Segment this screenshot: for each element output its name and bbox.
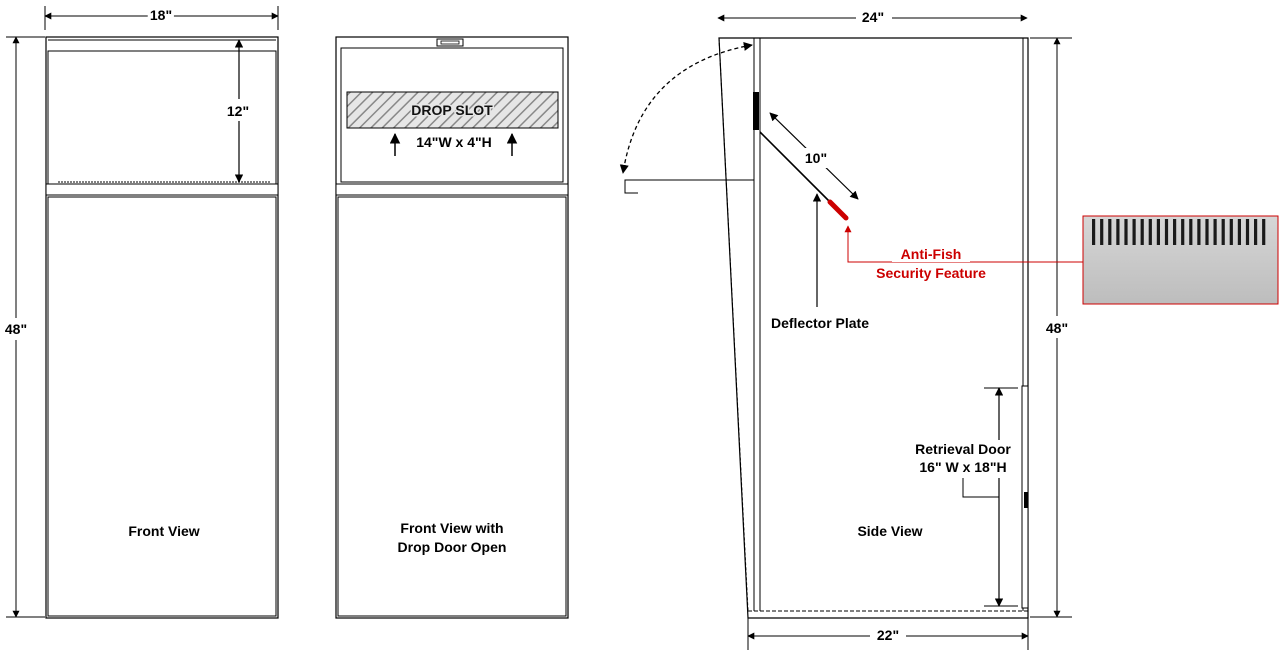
- comb-tooth: [1213, 219, 1217, 245]
- comb-tooth: [1262, 219, 1266, 245]
- drop-door-open-position: [624, 179, 754, 194]
- deflector-length-label: 10": [805, 150, 827, 166]
- comb-tooth: [1124, 219, 1128, 245]
- front-ledge: [45, 183, 279, 196]
- open-drop-frame: [340, 47, 564, 183]
- anti-fish-comb: [1092, 219, 1266, 245]
- side-view: 24" 48" 10" Deflector Plate: [619, 8, 1083, 650]
- anti-fish-label-2: Security Feature: [876, 265, 986, 281]
- side-height-label: 48": [1046, 320, 1068, 336]
- comb-tooth: [1254, 219, 1258, 245]
- retrieval-door-label-1: Retrieval Door: [915, 441, 1011, 457]
- open-view-title-2: Drop Door Open: [398, 539, 507, 555]
- drop-slot-label: DROP SLOT: [411, 102, 493, 118]
- side-top-width-label: 24": [862, 9, 884, 25]
- comb-tooth: [1205, 219, 1209, 245]
- comb-tooth: [1132, 219, 1136, 245]
- open-cabinet: [335, 36, 569, 619]
- handle: [436, 38, 464, 47]
- retrieval-door-label-2: 16" W x 18"H: [919, 459, 1006, 475]
- comb-tooth: [1229, 219, 1233, 245]
- comb-tooth: [1148, 219, 1152, 245]
- open-lower-panel: [337, 196, 567, 617]
- anti-fish-pointer: [844, 225, 1083, 263]
- slot-size-label: 14"W x 4"H: [416, 134, 492, 150]
- drop-slot: [346, 91, 559, 129]
- anti-fish-inset: [1082, 215, 1279, 305]
- front-width-label: 18": [150, 7, 172, 23]
- comb-tooth: [1189, 219, 1193, 245]
- retrieval-door-bracket: [962, 478, 999, 498]
- anti-fish-tip: [827, 199, 849, 221]
- comb-tooth: [1181, 219, 1185, 245]
- front-open-view: DROP SLOT 14"W x 4"H Front View with Dro…: [335, 36, 569, 619]
- hinge: [753, 92, 759, 130]
- comb-tooth: [1100, 219, 1104, 245]
- front-view: 18" 48" 12" Front View: [2, 4, 279, 619]
- comb-tooth: [1108, 219, 1112, 245]
- side-view-title: Side View: [857, 523, 922, 539]
- comb-tooth: [1197, 219, 1201, 245]
- comb-tooth: [1245, 219, 1250, 245]
- front-view-title: Front View: [128, 523, 199, 539]
- comb-tooth: [1237, 219, 1241, 245]
- front-height-label: 48": [5, 321, 27, 337]
- anti-fish-label-1: Anti-Fish: [901, 246, 962, 262]
- comb-tooth: [1221, 219, 1225, 245]
- slot-height-label: 12": [227, 103, 249, 119]
- door-swing-arc: [619, 41, 753, 174]
- comb-tooth: [1173, 219, 1177, 245]
- open-ledge: [335, 183, 569, 196]
- side-bottom-width-label: 22": [877, 627, 899, 643]
- comb-tooth: [1140, 219, 1144, 245]
- deflector-plate-label: Deflector Plate: [771, 315, 869, 331]
- comb-tooth: [1116, 219, 1120, 245]
- retrieval-door-latch: [1024, 492, 1028, 508]
- front-lower-panel: [47, 196, 277, 617]
- comb-tooth: [1164, 219, 1169, 245]
- comb-tooth: [1156, 219, 1160, 245]
- open-view-title-1: Front View with: [400, 520, 503, 536]
- comb-tooth: [1092, 219, 1096, 245]
